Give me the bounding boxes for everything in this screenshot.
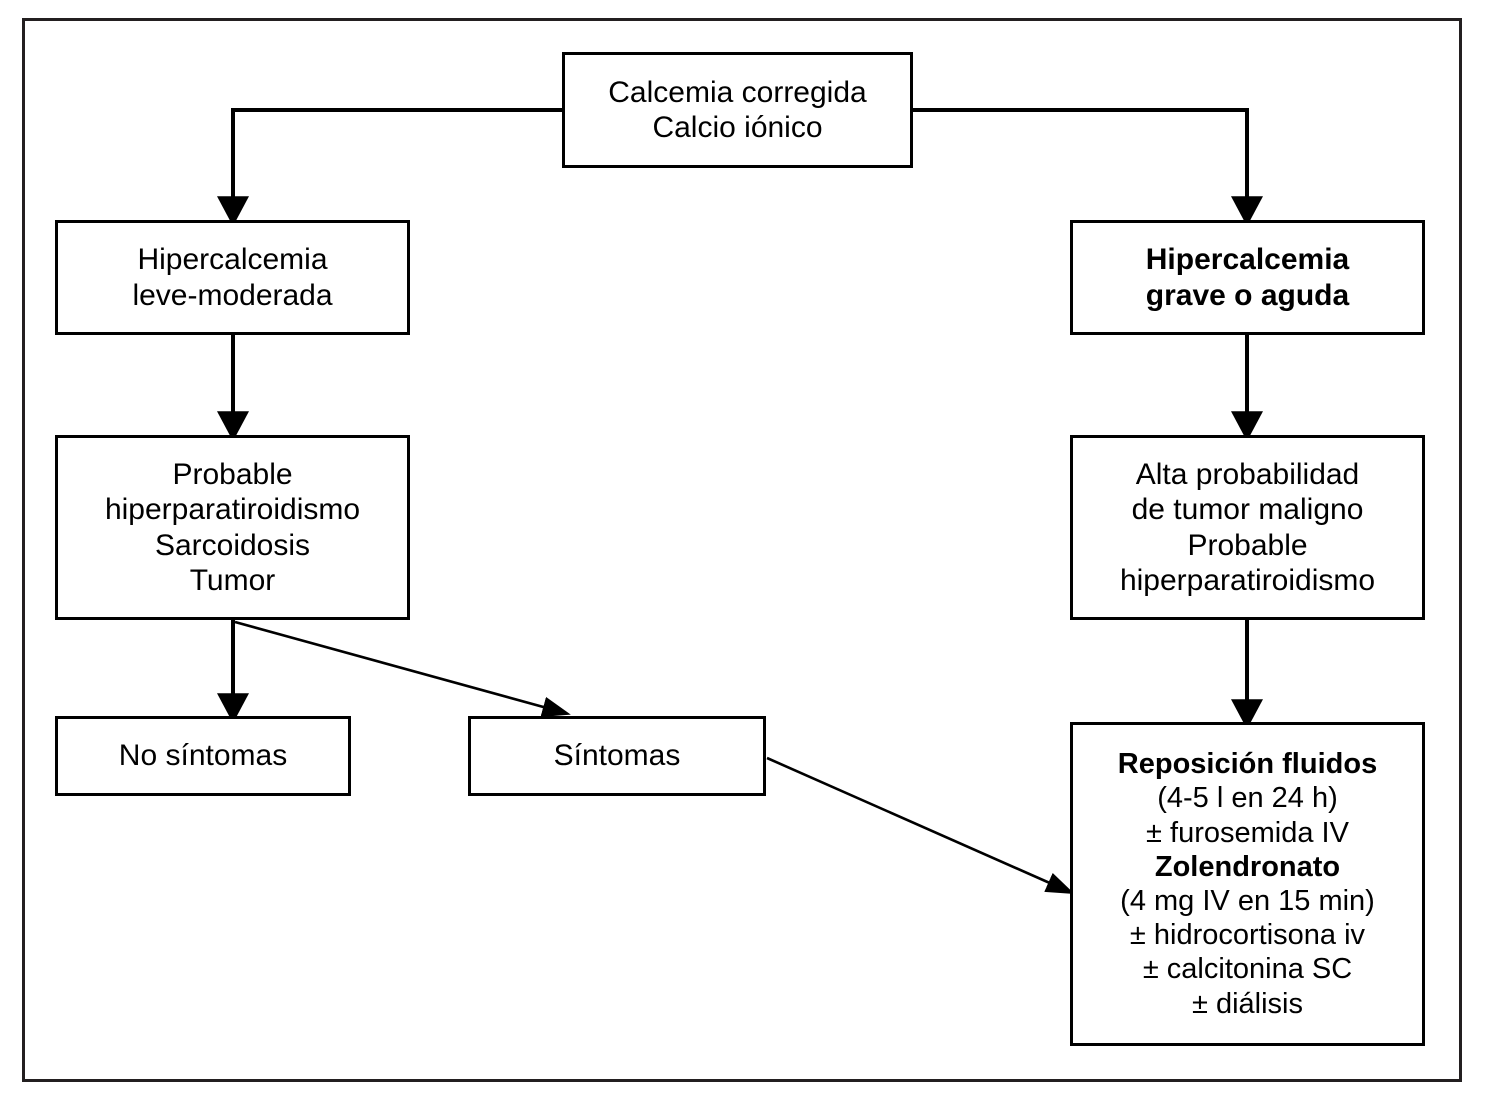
- node-reposicion-fluidos-tratamiento[interactable]: Reposición fluidos (4-5 l en 24 h) ± fur…: [1070, 722, 1425, 1046]
- node-hipercalcemia-grave-o-aguda[interactable]: Hipercalcemia grave o aguda: [1070, 220, 1425, 335]
- node-line: Probable: [172, 457, 293, 491]
- node-line: Hipercalcemia: [137, 243, 328, 277]
- node-line: ± hidrocortisona iv: [1129, 919, 1366, 952]
- diagram-frame: [22, 18, 1462, 1082]
- node-line: hiperparatiroidismo: [104, 493, 361, 527]
- node-line: (4-5 l en 24 h): [1157, 782, 1338, 815]
- node-line: leve-moderada: [132, 278, 333, 312]
- node-line: hiperparatiroidismo: [1119, 563, 1376, 597]
- node-line: Probable: [1187, 528, 1308, 562]
- node-alta-probabilidad-tumor-maligno[interactable]: Alta probabilidad de tumor maligno Proba…: [1070, 435, 1425, 620]
- node-line: Reposición fluidos: [1117, 748, 1378, 781]
- node-line: ± diálisis: [1191, 987, 1303, 1020]
- node-no-sintomas[interactable]: No síntomas: [55, 716, 351, 796]
- node-probable-hiperparatiroidismo-sarcoidosis-tumor[interactable]: Probable hiperparatiroidismo Sarcoidosis…: [55, 435, 410, 620]
- node-line: de tumor maligno: [1131, 493, 1364, 527]
- node-line: Zolendronato: [1154, 850, 1341, 883]
- node-line: Síntomas: [553, 739, 681, 773]
- node-line: No síntomas: [118, 739, 288, 773]
- node-line: Sarcoidosis: [154, 528, 311, 562]
- node-line: Calcemia corregida: [608, 75, 867, 109]
- node-line: grave o aguda: [1145, 278, 1350, 312]
- node-line: Hipercalcemia: [1145, 243, 1350, 277]
- node-line: Alta probabilidad: [1135, 457, 1360, 491]
- node-line: Calcio iónico: [652, 111, 823, 144]
- node-sintomas[interactable]: Síntomas: [468, 716, 766, 796]
- node-line: Tumor: [189, 563, 276, 597]
- node-line: (4 mg IV en 15 min): [1120, 885, 1375, 917]
- node-line: ± calcitonina SC: [1142, 953, 1353, 986]
- node-line: ± furosemida IV: [1146, 816, 1349, 849]
- node-calcemia-corregida[interactable]: Calcemia corregida Calcio iónico: [562, 52, 913, 168]
- node-hipercalcemia-leve-moderada[interactable]: Hipercalcemia leve-moderada: [55, 220, 410, 335]
